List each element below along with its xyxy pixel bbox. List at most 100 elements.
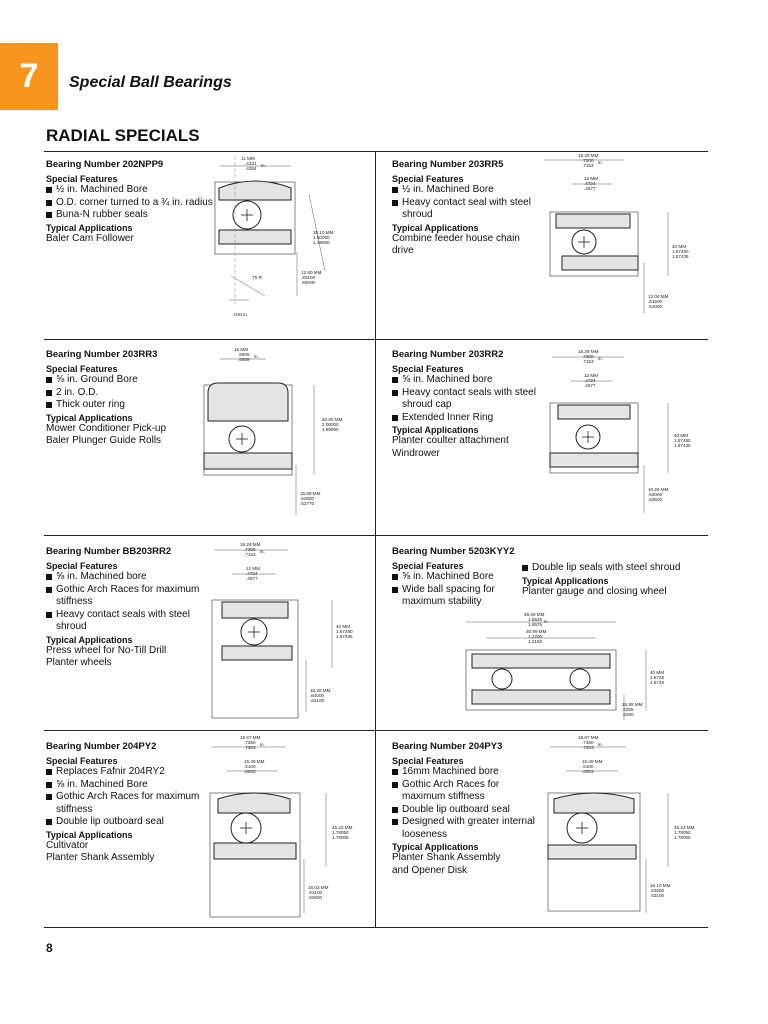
dim-inner-mm: 15.49 MM: [244, 759, 265, 764]
bearing-cell-204py3: Bearing Number 204PY3 Special Features 1…: [392, 741, 542, 877]
section-title: RADIAL SPECIALS: [46, 126, 200, 145]
feature-item: ½ in. Machined Bore: [46, 184, 216, 197]
special-features-heading: Special Features: [392, 174, 464, 184]
bearing-drawing-204py2: 18.67 MM .7350 .7303 in. 15.49 MM .6100 …: [209, 735, 353, 918]
feature-item: Gothic Arch Races for maximum stiffness: [46, 584, 216, 609]
feature-item: Double lip outboard seal: [392, 804, 542, 817]
feature-item: ½ in. Machined Bore: [392, 184, 542, 197]
dim-width-max: .7200: [582, 354, 594, 359]
feature-list: Replaces Fafnir 204RY2 ⅝ in. Machined Bo…: [46, 766, 216, 829]
dim-unit: in.: [598, 160, 603, 165]
application-item: Windrower: [392, 447, 440, 459]
bearing-number: Bearing Number 204PY3: [392, 741, 503, 752]
dim-od-min: 1.57435: [672, 254, 689, 259]
dim-width-min: .4284: [245, 166, 257, 171]
dim-inner-min: .6053: [244, 769, 256, 774]
dim-bore-mm: 12.80 MM: [301, 270, 322, 275]
feature-item: Extended Inner Ring: [392, 412, 542, 425]
application-list: Press wheel for No-Till Drill Planter wh…: [46, 645, 216, 670]
dim-width-max: .7350: [582, 740, 594, 745]
feature-item: ⅝ in. Ground Bore: [46, 374, 216, 387]
dim-bore-min: .63500: [648, 497, 662, 502]
dim-od-max: 1.57480: [336, 629, 353, 634]
dim-od-min: 1.49950: [313, 240, 330, 245]
feature-item: ⅝ in. Machined Bore: [392, 571, 522, 584]
application-item: Cultivator: [46, 839, 89, 851]
feature-item: ⅝ in. Machined Bore: [46, 779, 216, 792]
dim-inner-min: .4677: [246, 576, 258, 581]
dim-od-mm: 40 MM: [650, 670, 664, 675]
dim-radius: .75 R: [251, 275, 263, 280]
feature-item: Gothic Arch Races for maximum stiffness: [392, 779, 542, 804]
dim-unit: in.: [260, 742, 265, 747]
dim-bore-max: .50100: [301, 275, 315, 280]
bearing-number: Bearing Number 203RR2: [392, 349, 504, 360]
dim-width-max: .5906: [238, 352, 250, 357]
bearing-drawing-203rr3: 15 MM .5906 .5859 in. 50.80 MM 2.00000 1…: [203, 347, 343, 515]
bearing-number: Bearing Number 5203KYY2: [392, 546, 515, 557]
feature-list: ⅝ in. Ground Bore 2 in. O.D. Thick outer…: [46, 374, 216, 412]
typical-applications-heading: Typical Applications: [46, 412, 133, 423]
dim-inner-min: .6053: [582, 769, 594, 774]
dim-width-mm: 18.67 MM: [578, 735, 599, 740]
dim-unit: in.: [254, 354, 259, 359]
typical-applications-heading: Typical Applications: [392, 222, 479, 233]
bottom-rule: [44, 927, 708, 928]
application-item: Planter wheels: [46, 657, 112, 668]
dim-bore-mm: 13.08 MM: [648, 294, 669, 299]
application-item: Planter coulter attachment: [392, 435, 509, 446]
dim-width-min: .7153: [244, 552, 256, 557]
dim-bore-max: .51500: [648, 299, 662, 304]
feature-list: ½ in. Machined Bore Heavy contact seal w…: [392, 184, 542, 222]
dim-od-max: 1.57480: [672, 249, 689, 254]
feature-item: O.D. corner turned to a ¾ in. radius: [46, 197, 216, 210]
dim-width-mm: 15 MM: [234, 347, 248, 352]
application-item: Planter Shank Assembly: [46, 852, 155, 863]
dim-bore-max: .62800: [300, 496, 314, 501]
application-list: Mower Conditioner Pick-up Baler Plunger …: [46, 423, 216, 448]
dim-inner-mm: 12 MM: [584, 176, 598, 181]
dim-od-mm: 45.22 MM: [332, 825, 353, 830]
dim-unit: in.: [260, 549, 265, 554]
typical-applications-heading: Typical Applications: [392, 425, 479, 435]
dim-width-max: 1.5625: [528, 617, 542, 622]
dim-width-mm: 18.29 MM: [240, 542, 261, 547]
application-item: Baler Plunger Guide Rolls: [46, 435, 162, 446]
feature-item: 16mm Machined bore: [392, 766, 542, 779]
page-number: 8: [46, 941, 53, 955]
typical-applications-heading: Typical Applications: [46, 634, 133, 645]
dim-od-min: 1.57435: [336, 634, 353, 639]
dim-inner-mm: 30.99 MM: [526, 629, 547, 634]
dim-bore-min: .50000: [301, 280, 315, 285]
dim-bore-mm: 15.88 MM: [622, 702, 643, 707]
special-features-heading: Special Features: [46, 364, 118, 374]
dim-width-max: .7200: [244, 547, 256, 552]
special-features-heading: Special Features: [392, 756, 464, 766]
dim-od-max: 1.50000: [313, 235, 330, 240]
special-features-heading: Special Features: [392, 364, 464, 374]
dim-width-max: .4331: [245, 161, 257, 166]
chapter-number: 7: [19, 57, 39, 95]
dim-inner-max: .4724: [584, 378, 596, 383]
dim-unit: in.: [598, 356, 603, 361]
dim-od-min: 1.99950: [322, 427, 339, 432]
dim-inner-min: .4677: [584, 383, 596, 388]
feature-item: Heavy contact seals with steel shroud ca…: [392, 387, 542, 412]
application-item: and Opener Disk: [392, 864, 468, 876]
dim-width-max: .7200: [582, 158, 594, 163]
bearing-cell-bb203rr2: Bearing Number BB203RR2 Special Features…: [46, 546, 216, 670]
dim-bore-max: .6255: [622, 707, 634, 712]
dim-bore-max: .63100: [308, 890, 322, 895]
bearing-drawing-203rr2: 18.29 MM .7200 .7153 in. 12 MM .4724 .46…: [549, 349, 691, 513]
dim-bore-min: .62770: [300, 501, 314, 506]
dim-inner-max: 1.2200: [528, 634, 542, 639]
application-item: Planter Shank Assembly: [392, 852, 501, 863]
dim-inner-mm: 15.49 MM: [582, 759, 603, 764]
application-list: Planter Shank Assembly and Opener Disk: [392, 852, 542, 877]
dim-od-max: 1.78050: [332, 830, 349, 835]
bearing-cell-5203kyy2: Bearing Number 5203KYY2 Special Features…: [392, 546, 522, 609]
dim-inner-min: 1.2150: [528, 639, 542, 644]
top-rule: [44, 151, 708, 152]
application-item: Press wheel for No-Till Drill: [46, 644, 167, 656]
bearing-number: Bearing Number 202NPP9: [46, 159, 164, 170]
